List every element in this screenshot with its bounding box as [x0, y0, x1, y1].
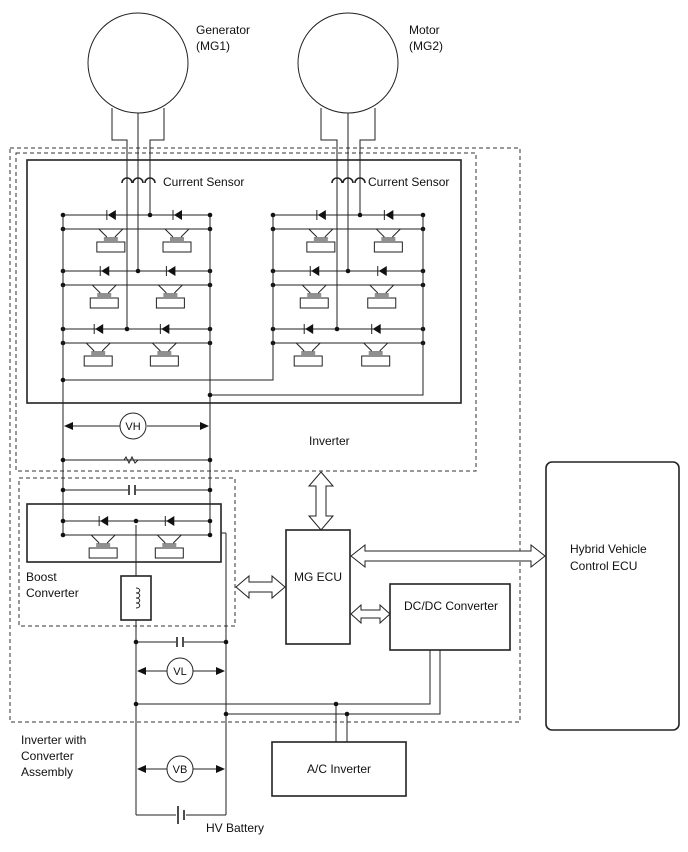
- current-sensor-left: [121, 177, 156, 184]
- igbt-diode-cell: [270, 210, 426, 253]
- vl-label: VL: [173, 666, 186, 678]
- boost-converter-box: [26, 503, 222, 563]
- inverter-module-box: [26, 159, 462, 404]
- inverter-bridges: [60, 210, 426, 367]
- vl-voltmeter: [166, 657, 194, 685]
- motor-label: Motor: [409, 23, 440, 37]
- mg-ecu-label: MG ECU: [294, 570, 342, 584]
- vb-label: VB: [173, 764, 188, 776]
- assembly-label-3: Assembly: [21, 765, 73, 779]
- igbt-diode-cell: [60, 324, 213, 367]
- igbt-diode-cell: [60, 266, 213, 309]
- ac-inverter-box: [271, 741, 407, 797]
- ac-inverter-label: A/C Inverter: [307, 762, 371, 776]
- hybrid-ecu-label: Hybrid Vehicle: [570, 542, 647, 556]
- hybrid-vehicle-control-ecu-box: [545, 461, 680, 731]
- inverter-with-converter-assembly-boundary: [9, 147, 521, 723]
- current-sensor-left-label: Current Sensor: [163, 175, 244, 189]
- current-sensor-right-label: Current Sensor: [368, 175, 449, 189]
- inverter-boundary: [15, 152, 477, 472]
- mg1-leads: [111, 108, 165, 330]
- boost-converter-boundary: [18, 477, 236, 627]
- igbt-diode-cell: [270, 266, 426, 309]
- inverter-label: Inverter: [309, 434, 350, 448]
- dcdc-feed-line: [136, 650, 431, 705]
- discharge-resistor: [123, 455, 139, 465]
- vh-label: VH: [125, 421, 140, 433]
- generator-mg1-circle: [87, 12, 189, 114]
- boost-switches: [60, 516, 213, 559]
- vb-voltmeter: [166, 755, 194, 783]
- hv-battery-label: HV Battery: [206, 821, 264, 835]
- igbt-diode-cell: [60, 210, 213, 253]
- generator-label: Generator: [196, 23, 250, 37]
- assembly-label: Inverter with: [21, 733, 86, 747]
- mg-ecu-dcdc-arrow: [350, 603, 391, 625]
- dcdc-feed-line-2: [226, 650, 441, 715]
- dcdc-converter-box: [389, 583, 511, 651]
- assembly-label-2: Converter: [21, 749, 74, 763]
- current-sensor-right: [331, 177, 366, 184]
- vh-voltmeter: [119, 412, 147, 440]
- inverter-mg-ecu-arrow: [307, 471, 335, 531]
- mg2-leads: [320, 108, 376, 330]
- generator-label-sub: (MG1): [196, 39, 230, 53]
- motor-mg2-circle: [297, 12, 399, 114]
- dc-bus: [62, 228, 424, 525]
- dcdc-converter-label: DC/DC Converter: [404, 599, 498, 613]
- boost-converter-label: Boost: [26, 570, 57, 584]
- mg-ecu-hybrid-ecu-arrow: [350, 543, 546, 569]
- igbt-diode-cell: [270, 324, 426, 367]
- boost-converter-label-sub: Converter: [26, 586, 79, 600]
- motor-label-sub: (MG2): [409, 39, 443, 53]
- igbt-diode-cell: [60, 516, 213, 559]
- mg-ecu-box: [285, 529, 351, 645]
- boost-mg-ecu-arrow: [235, 574, 286, 600]
- hybrid-ecu-label-sub: Control ECU: [570, 559, 637, 573]
- reactor-inductor: [135, 587, 141, 609]
